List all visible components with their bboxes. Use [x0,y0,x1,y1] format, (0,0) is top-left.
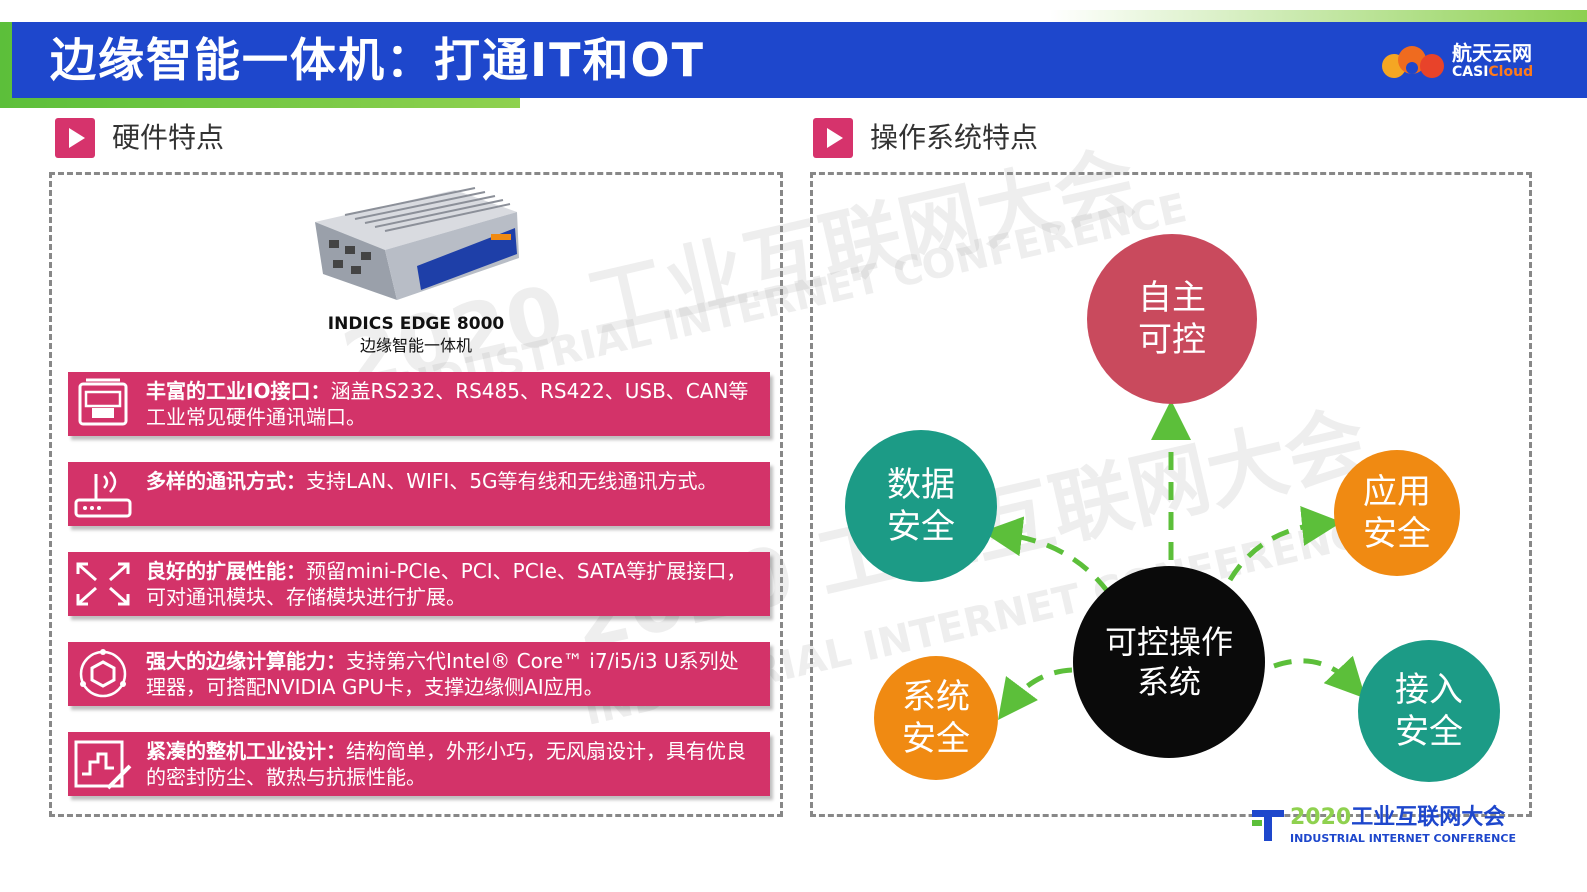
product-name: INDICS EDGE 8000 [327,314,505,334]
arrow-left [982,516,1110,594]
hardware-panel [49,172,783,817]
casicloud-logo-icon [1382,46,1444,78]
edge-device-image [315,187,519,300]
node-system-security: 系统 安全 [874,656,998,780]
header-bar [12,22,1587,98]
conference-logo-en: INDUSTRIAL INTERNET CONFERENCE [1290,832,1516,845]
feature-expansion: 良好的扩展性能：预留mini-PCIe、PCI、PCIe、SATA等扩展接口，可… [68,552,770,616]
feature-communication: 多样的通讯方式：支持LAN、WIFI、5G等有线和无线通讯方式。 [68,462,770,526]
play-icon [813,118,853,158]
conference-logo-icon [1252,810,1284,841]
expand-arrows-icon [76,562,130,606]
arrow-bottom-left [997,667,1073,720]
io-port-icon [78,378,128,426]
feature-text: 丰富的工业IO接口：涵盖RS232、RS485、RS422、USB、CAN等工业… [146,379,749,429]
feature-text: 强大的边缘计算能力：支持第六代Intel® Core™ i7/i5/i3 U系列… [146,649,739,699]
feature-io-interface: 丰富的工业IO接口：涵盖RS232、RS485、RS422、USB、CAN等工业… [68,372,770,436]
node-access-security: 接入 安全 [1358,640,1500,782]
play-icon [55,118,95,158]
product-subtitle: 边缘智能一体机 [359,336,472,355]
os-arrows [982,400,1366,720]
section-title-hardware: 硬件特点 [112,121,225,154]
header-accent-line [1050,10,1587,22]
logo-text-cn: 航天云网 [1452,41,1532,65]
slide-title: 边缘智能一体机：打通IT和OT [50,33,705,87]
logo-text-en: CASICloud [1452,64,1534,80]
os-panel [810,172,1532,817]
center-controllable-os: 可控操作 系统 [1073,566,1265,758]
router-antenna-icon [74,471,132,518]
feature-industrial-design: 紧凑的整机工业设计：结构简单，外形小巧，无风扇设计，具有优良的密封防尘、散热与抗… [68,732,770,796]
node-application-security: 应用 安全 [1334,450,1460,576]
arrow-right [1227,506,1342,582]
node-autonomous-control: 自主 可控 [1087,234,1257,404]
compute-hexagon-icon [79,649,127,698]
feature-edge-computing: 强大的边缘计算能力：支持第六代Intel® Core™ i7/i5/i3 U系列… [68,642,770,706]
feature-text: 多样的通讯方式：支持LAN、WIFI、5G等有线和无线通讯方式。 [146,469,718,493]
section-title-os: 操作系统特点 [870,121,1039,154]
feature-text: 良好的扩展性能：预留mini-PCIe、PCI、PCIe、SATA等扩展接口，可… [146,559,747,609]
arrow-bottom-right [1273,655,1366,699]
node-data-security: 数据 安全 [845,430,997,582]
feature-text: 紧凑的整机工业设计：结构简单，外形小巧，无风扇设计，具有优良的密封防尘、散热与抗… [146,739,746,789]
design-pencil-icon [74,740,132,790]
conference-logo-cn: 2020工业互联网大会 [1290,805,1506,830]
